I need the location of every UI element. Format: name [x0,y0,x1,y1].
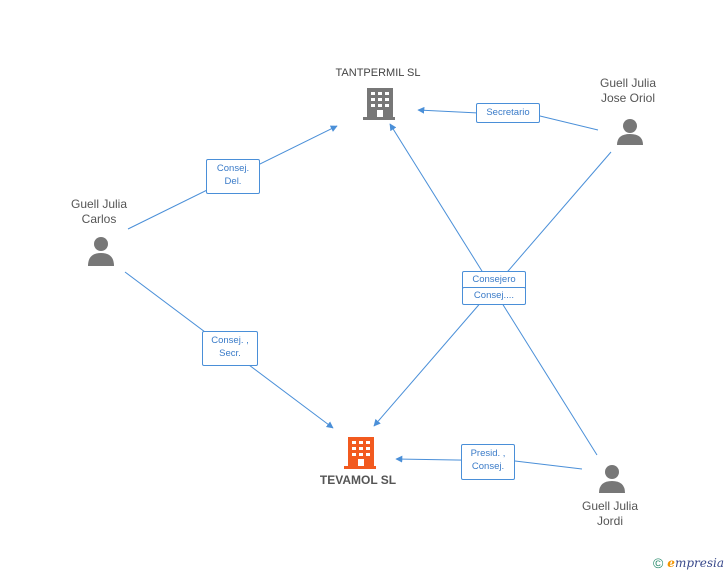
edge-label-line2: Secr. [219,348,241,359]
person-name-line1: Guell Julia [599,76,657,90]
person-icon-jordi [599,465,625,493]
edge-label-jose-tantpermil: Secretario [476,103,540,123]
edge-label-line1: Secretario [486,107,530,118]
edge-label-line2: Consej.... [473,290,515,301]
person-name-line2: Carlos [81,212,117,226]
edge-label-line2: Consej. [471,461,505,472]
edge-label-jordi-tevamol: Presid. , Consej. [461,444,515,480]
person-name-carlos[interactable]: Guell Julia Carlos [49,197,149,227]
edge-label-carlos-tevamol: Consej. , Secr. [202,331,258,366]
brand-logo-initial: e [667,556,675,570]
person-name-jose-oriol[interactable]: Guell Julia Jose Oriol [578,76,678,106]
building-icon-tevamol [344,437,376,469]
person-icon-carlos [88,237,114,266]
edge-label-line1: Consej. , [211,335,249,346]
edge-jose-tantpermil [417,106,599,131]
edge-label-line1: Consej. [216,163,250,174]
person-name-line2: Jordi [596,514,623,528]
edge-jordi-tevamol [395,455,583,470]
edge-label-line1: Consejero [472,274,516,285]
copyright-icon: © [652,555,664,571]
company-name-tantpermil[interactable]: TANTPERMIL SL [335,67,421,79]
edge-label-line1: Presid. , [470,448,506,459]
brand-logo-rest: mpresia [674,556,724,570]
person-name-line2: Jose Oriol [600,91,656,105]
person-name-line1: Guell Julia [581,499,639,513]
edge-label-center-bottom: Consej.... [462,287,526,305]
company-name-tevamol[interactable]: TEVAMOL SL [319,473,397,487]
edge-label-line2: Del. [224,176,242,187]
building-icon-tantpermil [363,88,395,120]
person-icon-jose-oriol [617,119,643,145]
person-name-line1: Guell Julia [70,197,128,211]
edge-label-carlos-tantpermil: Consej. Del. [206,159,260,194]
brand-logo: empresia [667,556,724,570]
footer-brand[interactable]: © empresia [653,555,724,571]
person-name-jordi[interactable]: Guell Julia Jordi [560,499,660,529]
edge-label-center-top: Consejero [462,271,526,290]
